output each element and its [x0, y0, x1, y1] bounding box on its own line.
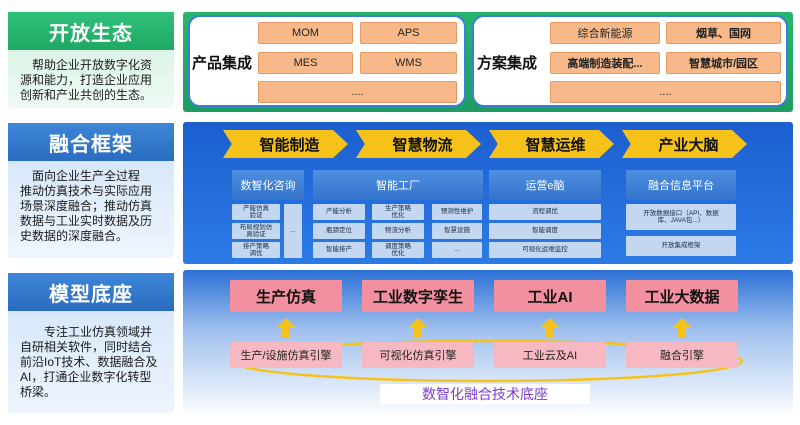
c2-capacity-analysis: 产能分析 — [313, 204, 365, 220]
solution-item-tobacco-grid: 烟草、国网 — [666, 22, 781, 44]
base-line: 前沿IoT技术、数据融合及 — [20, 355, 158, 369]
base-left-panel: 模型底座 专注工业仿真领域并 自研相关软件，同时结合 前沿IoT技术、数据融合及… — [8, 273, 174, 413]
industrial-bigdata-box: 工业大数据 — [626, 280, 738, 312]
framework-line: 面向企业生产全过程 — [32, 169, 141, 183]
eco-line: 帮助企业开放数字化资 — [32, 58, 153, 72]
c4-open-integration: 开放集成框架 — [626, 236, 736, 256]
chevron-smart-manufacturing: 智能制造 — [223, 130, 348, 158]
c2-logistics-analysis: 物流分析 — [372, 223, 424, 239]
digital-consulting-box: 数智化咨询 — [232, 170, 304, 200]
solution-integration-label: 方案集成 — [477, 55, 538, 72]
product-item-mes: MES — [258, 52, 353, 74]
production-sim-engine: 生产/设施仿真引擎 — [230, 342, 342, 368]
framework-line: 推动仿真技术与实际应用 — [20, 184, 153, 198]
product-item-wms: WMS — [360, 52, 457, 74]
framework-title: 融合框架 — [8, 123, 174, 161]
framework-line: 场景深度融合；推动仿真 — [20, 199, 153, 213]
c4-open-api: 开放数据接口（API、数据库、JAVA包...） — [626, 204, 736, 230]
eco-description: 帮助企业开放数字化资 源和能力，打造企业应用 创新和产业共创的生态。 — [20, 58, 170, 103]
c2-bottleneck: 瓶颈定位 — [313, 223, 365, 239]
c2-production-optimize: 生产策略优化 — [372, 204, 424, 220]
framework-line: 史数据的深度融合。 — [20, 229, 129, 243]
production-sim-box: 生产仿真 — [230, 280, 342, 312]
c1-scheduling-tune: 排产策略调优 — [232, 242, 280, 258]
visual-sim-engine: 可视化仿真引擎 — [362, 342, 474, 368]
base-description: 专注工业仿真领域并 自研相关软件，同时结合 前沿IoT技术、数据融合及 AI，打… — [20, 325, 170, 400]
base-title: 模型底座 — [8, 273, 174, 311]
smart-factory-box: 智能工厂 — [313, 170, 483, 200]
framework-line: 数据与工业实时数据及历 — [20, 214, 153, 228]
c3-visual-monitor: 可视化运维监控 — [489, 242, 601, 258]
chevron-industry-brain: 产业大脑 — [622, 130, 747, 158]
c2-more: ... — [432, 242, 482, 258]
c2-predictive-maint: 预测性维护 — [432, 204, 482, 220]
solution-item-smart-city: 智慧城市/园区 — [666, 52, 781, 74]
framework-left-panel: 融合框架 面向企业生产全过程 推动仿真技术与实际应用 场景深度融合；推动仿真 数… — [8, 123, 174, 258]
base-line: 专注工业仿真领域并 — [44, 325, 153, 339]
base-line: AI，打通企业数字化转型 — [20, 370, 152, 384]
product-item-more: .... — [258, 81, 457, 103]
fusion-platform-box: 融合信息平台 — [626, 170, 736, 200]
foundation-label: 数智化融合技术底座 — [380, 384, 590, 404]
digital-twin-box: 工业数字孪生 — [362, 280, 474, 312]
eco-title: 开放生态 — [8, 12, 174, 50]
c2-dispatch-optimize: 调度策略优化 — [372, 242, 424, 258]
eco-line: 创新和产业共创的生态。 — [20, 88, 153, 102]
eco-left-panel: 开放生态 帮助企业开放数字化资 源和能力，打造企业应用 创新和产业共创的生态。 — [8, 12, 174, 108]
solution-item-more: .... — [550, 81, 781, 103]
solution-item-new-energy: 综合新能源 — [550, 22, 660, 44]
fusion-engine: 融合引擎 — [626, 342, 738, 368]
industrial-cloud-ai: 工业云及AI — [494, 342, 606, 368]
chevron-smart-logistics: 智慧物流 — [356, 130, 481, 158]
c1-layout-sim: 布局规划仿真验证 — [232, 223, 280, 239]
c3-smart-dispatch: 智能调度 — [489, 223, 601, 239]
product-integration-label: 产品集成 — [192, 55, 253, 72]
c3-process-tune: 流程调优 — [489, 204, 601, 220]
operation-brain-box: 运营e脑 — [489, 170, 601, 200]
framework-description: 面向企业生产全过程 推动仿真技术与实际应用 场景深度融合；推动仿真 数据与工业实… — [20, 169, 170, 244]
c1-capacity-sim: 产能仿真验证 — [232, 204, 280, 220]
industrial-ai-box: 工业AI — [494, 280, 606, 312]
c1-more: ... — [284, 204, 302, 258]
eco-line: 源和能力，打造企业应用 — [20, 73, 153, 87]
chevron-smart-operations: 智慧运维 — [489, 130, 614, 158]
c2-smart-facility: 智慧设施 — [432, 223, 482, 239]
product-item-mom: MOM — [258, 22, 353, 44]
base-line: 自研相关软件，同时结合 — [20, 340, 153, 354]
base-line: 桥梁。 — [20, 385, 57, 399]
c2-smart-scheduling: 智能排产 — [313, 242, 365, 258]
product-item-aps: APS — [360, 22, 457, 44]
solution-item-manufacturing: 高端制造装配... — [550, 52, 660, 74]
